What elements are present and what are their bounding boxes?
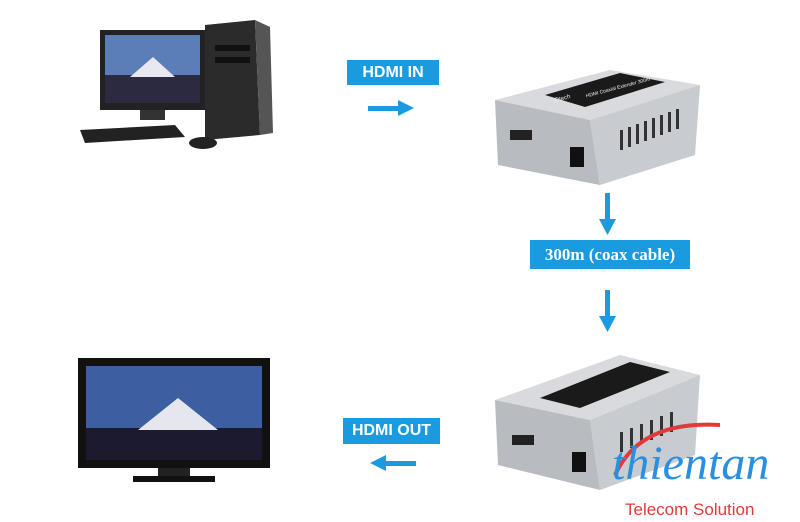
computer-icon xyxy=(80,20,273,149)
hdmi-out-label: HDMI OUT xyxy=(343,418,440,444)
cable-length-label: 300m (coax cable) xyxy=(530,240,690,269)
thientan-logo xyxy=(613,422,721,476)
arrow-right-icon xyxy=(368,100,414,116)
logo-name: thientan xyxy=(612,437,770,490)
transmitter-device xyxy=(495,70,700,185)
arrow-down-icon xyxy=(599,290,616,332)
arrow-left-icon xyxy=(370,455,416,471)
hdmi-in-label: HDMI IN xyxy=(347,60,439,85)
arrow-down-icon xyxy=(599,193,616,235)
logo-tagline: Telecom Solution xyxy=(625,500,755,519)
receiver-device xyxy=(495,355,700,490)
tv-icon xyxy=(78,358,270,482)
